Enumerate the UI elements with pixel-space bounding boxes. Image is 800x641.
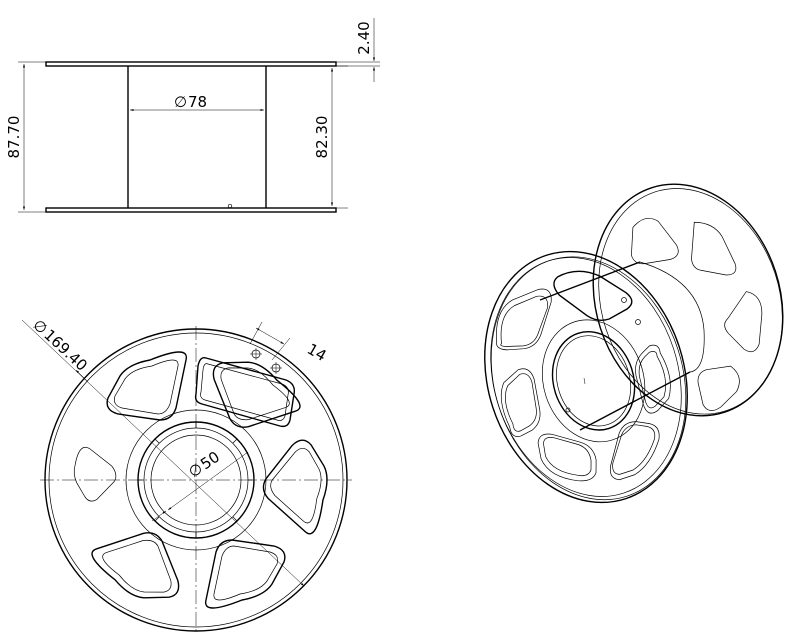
bottom-flange — [45, 207, 337, 213]
dim-overall-width: 87.70 — [5, 116, 23, 159]
dim-outer-diameter: 169.40 — [40, 326, 91, 375]
front-flange-edge — [484, 250, 688, 504]
flange-windows — [73, 351, 328, 609]
dim-flange-thickness: 2.40 — [355, 21, 373, 54]
top-flange — [45, 61, 337, 67]
side-view: 87.70 82.30 2.40 ∅ 78 — [5, 18, 380, 213]
dim-inner-width: 82.30 — [313, 116, 331, 159]
dim-hub-symbol: ∅ — [174, 93, 187, 111]
front-view: 14 ∅ 169.40 ∅ 50 — [21, 316, 352, 634]
dim-hub-diameter: 78 — [188, 93, 207, 111]
dim-hole-spacing: 14 — [304, 340, 330, 365]
outer-flange-edge — [44, 328, 348, 632]
isometric-view — [484, 183, 784, 504]
label-slot — [194, 356, 296, 428]
